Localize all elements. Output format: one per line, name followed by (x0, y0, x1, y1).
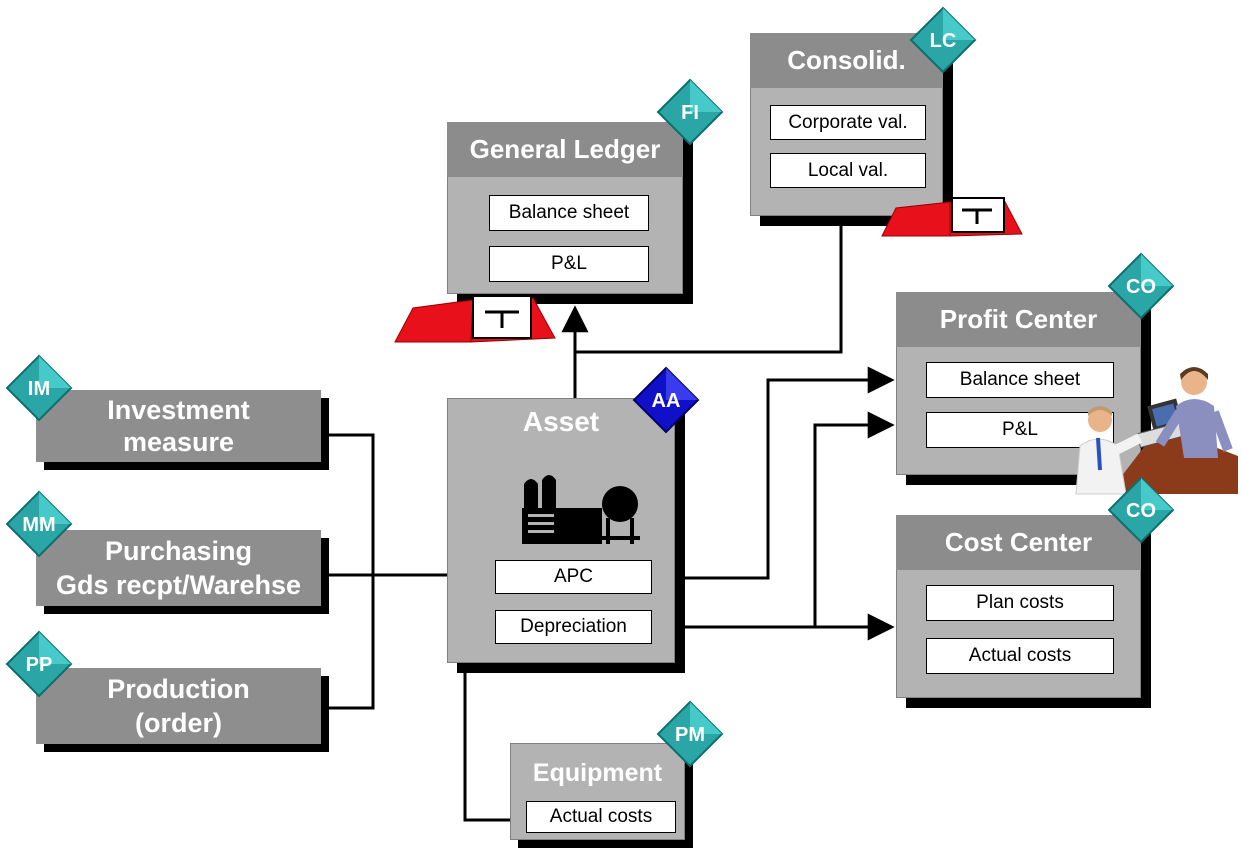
profit-center-box: Profit Center Balance sheet P&L (896, 292, 1151, 485)
gl-balance-sheet-field: Balance sheet (489, 195, 649, 231)
equipment-title: Equipment (532, 759, 663, 787)
purchasing-line2: Gds recpt/Warehse (55, 570, 302, 600)
im-badge: IM (5, 354, 73, 422)
consolidation-box: Consolid. Corporate val. Local val. (750, 33, 953, 226)
fi-badge: FI (656, 78, 724, 146)
local-val-field: Local val. (770, 153, 926, 188)
apc-field: APC (495, 560, 652, 594)
connector-apc-to-pc (682, 366, 895, 580)
production-line2: (order) (135, 708, 222, 738)
plan-costs-field: Plan costs (926, 585, 1114, 621)
equipment-box: Equipment Actual costs (510, 743, 693, 848)
connector-dep-to-pc-pl (813, 411, 895, 627)
cost-center-title: Cost Center (896, 515, 1141, 570)
asset-title: Asset (522, 406, 600, 437)
general-ledger-box: General Ledger Balance sheet P&L (447, 122, 693, 304)
investment-box: Investment measure (36, 390, 329, 470)
people-icon (1075, 367, 1238, 495)
general-ledger-title: General Ledger (447, 122, 683, 177)
pm-badge: PM (656, 700, 724, 768)
pc-pl-field: P&L (926, 412, 1114, 448)
purchasing-line1: Purchasing (104, 536, 253, 566)
ledger-book-icon-consolid (881, 197, 1023, 237)
co-badge-cost-text: CO (1126, 500, 1156, 522)
aa-badge-text: AA (652, 390, 681, 412)
asset-box: Asset APC Depreciation (447, 398, 685, 673)
connector-production (325, 575, 375, 710)
pm-badge-text: PM (675, 724, 705, 746)
lc-badge-text: LC (930, 30, 957, 52)
connector-equipment-to-asset (451, 602, 512, 822)
production-line1: Production (107, 674, 250, 704)
pc-balance-sheet-field: Balance sheet (926, 362, 1114, 398)
factory-icon (522, 475, 640, 544)
connector-asset-to-consolid (575, 192, 855, 354)
gl-pl-field: P&L (489, 246, 649, 282)
corporate-val-field: Corporate val. (770, 105, 926, 140)
equipment-actual-costs-field: Actual costs (526, 801, 676, 833)
co-badge-profit: CO (1107, 252, 1175, 320)
profit-center-title: Profit Center (896, 292, 1141, 347)
purchasing-box: Purchasing Gds recpt/Warehse (36, 530, 329, 614)
actual-costs-field: Actual costs (926, 638, 1114, 674)
co-badge-profit-text: CO (1126, 276, 1156, 298)
aa-badge: AA (632, 366, 700, 434)
lc-badge: LC (909, 6, 977, 74)
cost-center-box: Cost Center Plan costs Actual costs (896, 515, 1151, 708)
consolidation-title: Consolid. (750, 33, 943, 88)
investment-line1: Investment (107, 395, 250, 425)
pp-badge-text: PP (26, 654, 53, 676)
im-badge-text: IM (28, 378, 50, 400)
mm-badge: MM (5, 490, 73, 558)
production-box: Production (order) (36, 668, 329, 752)
co-badge-cost: CO (1107, 476, 1175, 544)
investment-line2: measure (122, 427, 235, 457)
ledger-book-icon (394, 295, 556, 343)
mm-badge-text: MM (22, 514, 55, 536)
connector-investment (325, 433, 375, 575)
depreciation-field: Depreciation (495, 610, 652, 644)
pp-badge: PP (5, 630, 73, 698)
fi-badge-text: FI (681, 102, 699, 124)
